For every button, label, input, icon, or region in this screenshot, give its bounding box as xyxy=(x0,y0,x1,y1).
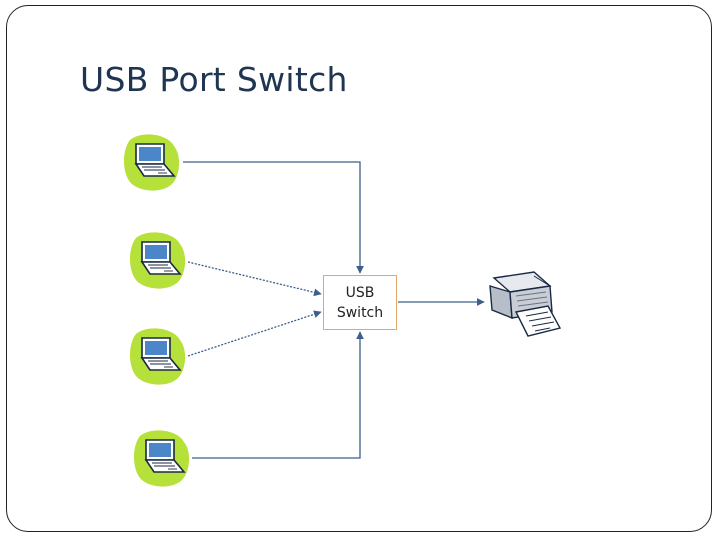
slide-title: USB Port Switch xyxy=(80,60,348,99)
laptop-icon xyxy=(129,231,186,290)
connector-computer-1 xyxy=(183,161,364,274)
usb-switch-box: USB Switch xyxy=(323,275,397,330)
laptop-icon xyxy=(133,429,190,488)
laptop-icon xyxy=(129,327,186,386)
connector-computer-4 xyxy=(192,331,364,459)
connector-computer-2 xyxy=(187,261,322,297)
printer-icon xyxy=(489,271,562,337)
usb-switch-label-line2: Switch xyxy=(336,304,384,321)
laptop-icon xyxy=(123,133,180,192)
usb-switch-label-line1: USB xyxy=(345,284,375,301)
connector-computer-3 xyxy=(187,310,322,357)
